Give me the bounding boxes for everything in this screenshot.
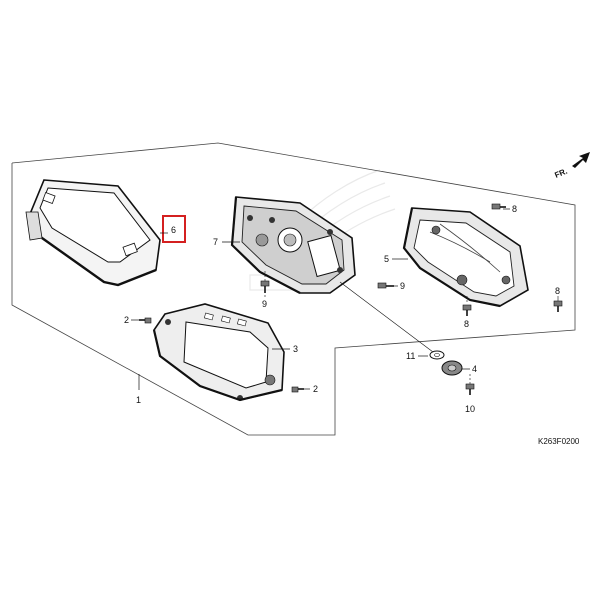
callout-9-right: 9: [400, 281, 405, 291]
screw-icon: [553, 296, 563, 312]
part-5-lower-case: [402, 207, 529, 308]
part-6-visor: [25, 179, 161, 287]
callout-5: 5: [384, 254, 389, 264]
front-direction-label: FR.: [553, 167, 568, 180]
callout-7: 7: [213, 237, 218, 247]
screw-icon: [491, 203, 506, 210]
callout-8-bottom: 8: [464, 319, 469, 329]
callout-1: 1: [136, 395, 141, 405]
callout-4: 4: [472, 364, 477, 374]
diagram-reference-code: K263F0200: [538, 437, 580, 446]
assembly-boundary: [11, 142, 576, 436]
callout-6: 6: [171, 225, 176, 235]
callout-8-right: 8: [555, 286, 560, 296]
callout-9-left: 9: [262, 299, 267, 309]
front-direction-indicator: FR.: [553, 152, 590, 180]
callout-2-right: 2: [313, 384, 318, 394]
callout-11: 11: [406, 351, 415, 361]
washer-icon: [429, 350, 445, 360]
screw-icon: [291, 386, 304, 393]
callout-8-top: 8: [512, 204, 517, 214]
callout-2-left: 2: [124, 315, 129, 325]
grommet-icon: [441, 360, 463, 376]
front-direction-arrow-icon: [572, 152, 590, 168]
screw-icon: [462, 296, 472, 316]
screw-icon: [260, 271, 270, 297]
callout-10: 10: [465, 404, 475, 414]
part-3-meter-unit: [152, 303, 285, 402]
callout-3: 3: [293, 344, 298, 354]
part-6-highlight: [162, 215, 186, 243]
part-7-upper-case: [230, 196, 356, 294]
screw-icon: [465, 374, 475, 395]
screw-icon: [377, 282, 394, 289]
screw-icon: [139, 317, 152, 324]
